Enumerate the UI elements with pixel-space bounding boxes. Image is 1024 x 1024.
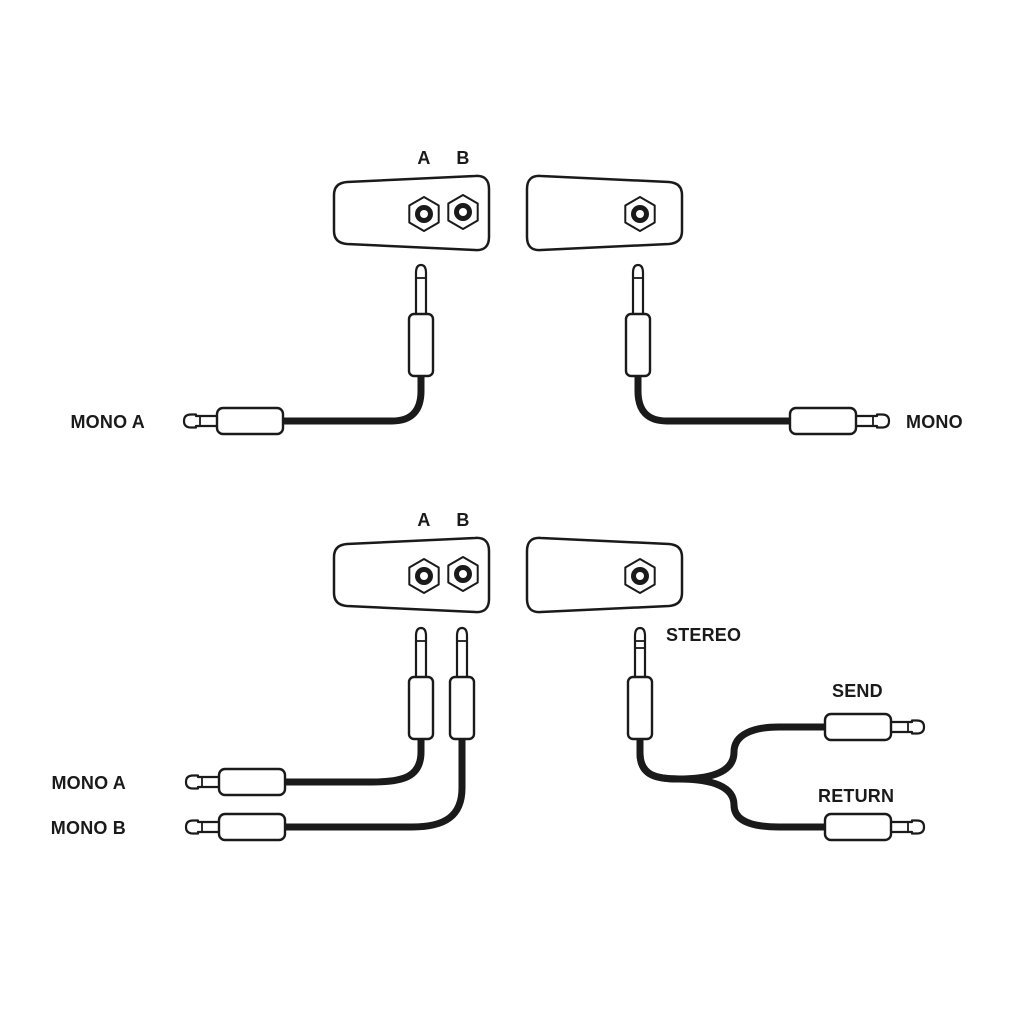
jack-socket	[624, 196, 656, 232]
cable-bottom-mono-b	[268, 735, 466, 831]
mono-plug-vertical	[624, 263, 652, 378]
label-mono-a: MONO A	[51, 773, 126, 793]
cable-stereo-send	[636, 723, 830, 783]
stereo-plug-vertical	[626, 626, 654, 741]
jack-plate-single	[525, 174, 684, 252]
cable-top-mono	[634, 372, 840, 425]
jack-plate-single	[525, 536, 684, 614]
cable-stereo-return	[636, 735, 830, 831]
mono-plug-a-horizontal	[182, 406, 285, 436]
send-plug-horizontal	[823, 712, 926, 742]
label-mono-a: MONO A	[70, 412, 145, 432]
bottom-left-assembly: A B MONO A MONO B	[51, 510, 491, 842]
label-return: RETURN	[818, 786, 894, 806]
label-mono: MONO	[906, 412, 963, 432]
mono-plug-vertical	[407, 263, 435, 378]
mono-plug-a-vertical	[407, 626, 435, 741]
jack-socket-a	[408, 196, 440, 232]
bottom-right-assembly: STEREO SEND RETURN	[525, 536, 926, 842]
label-jack-b: B	[456, 510, 469, 530]
label-jack-a: A	[417, 148, 430, 168]
label-jack-a: A	[417, 510, 430, 530]
top-right-assembly: MONO	[525, 174, 963, 436]
mono-plug-horizontal	[788, 406, 891, 436]
jack-socket	[624, 558, 656, 594]
jack-socket-b	[447, 556, 479, 592]
cable-bottom-mono-a	[268, 735, 425, 786]
mono-plug-b-vertical	[448, 626, 476, 741]
label-mono-b: MONO B	[51, 818, 126, 838]
jack-socket-b	[447, 194, 479, 230]
jack-socket-a	[408, 558, 440, 594]
label-stereo: STEREO	[666, 625, 741, 645]
mono-plug-b-horizontal	[184, 812, 287, 842]
label-send: SEND	[832, 681, 883, 701]
label-jack-b: B	[456, 148, 469, 168]
return-plug-horizontal	[823, 812, 926, 842]
mono-plug-a-horizontal	[184, 767, 287, 797]
top-left-assembly: A B MONO A	[70, 148, 491, 436]
cable-top-mono-a	[270, 372, 425, 425]
